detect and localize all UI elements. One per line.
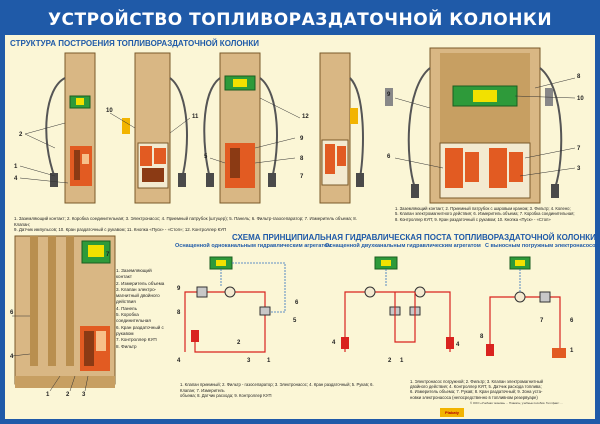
svg-text:5: 5 (204, 154, 208, 160)
dispenser-double-illustration: 9 6 8 10 7 3 (385, 47, 584, 204)
caption-line: 1. Электронасос погружной; 2. Фильтр; 3.… (410, 379, 544, 384)
svg-text:1: 1 (14, 164, 18, 170)
svg-text:3: 3 (82, 392, 86, 398)
svg-text:4: 4 (10, 354, 14, 360)
dispenser-c (203, 52, 278, 204)
svg-text:9: 9 (300, 136, 304, 142)
svg-text:7: 7 (106, 252, 110, 258)
svg-text:4: 4 (14, 176, 18, 182)
svg-text:8: 8 (300, 156, 304, 162)
scheme3-subtitle: С выносным погружным электронасосом (485, 243, 600, 249)
caption-top-left: 1. Заземляющий контакт; 2. Коробка соеди… (14, 216, 369, 233)
legend-bottom-left: 1. Заземляющий контакт 2. Измеритель объ… (116, 268, 168, 350)
section2-heading: СХЕМА ПРИНЦИПИАЛЬНАЯ ГИДРАВЛИЧЕСКАЯ ПОСТ… (232, 233, 596, 242)
svg-text:8: 8 (177, 310, 181, 316)
caption-top-right: 1. Заземляющий контакт; 2. Приемный патр… (395, 206, 590, 222)
svg-text:7: 7 (300, 174, 304, 180)
legend-item: 8. Фильтр (116, 343, 137, 349)
hydraulic-scheme-2: 4 4 1 2 (332, 256, 460, 364)
svg-text:8: 8 (480, 334, 484, 340)
svg-text:1: 1 (400, 358, 404, 364)
scheme2-subtitle: Оснащенной двухканальным гидравлическим … (325, 243, 481, 249)
dispenser-single-illustration: 2 1 4 10 11 12 9 8 5 7 (14, 52, 364, 204)
svg-text:10: 10 (577, 96, 584, 102)
svg-text:3: 3 (247, 358, 251, 364)
caption-scheme-right: 1. Электронасос погружной; 2. Фильтр; 3.… (410, 379, 590, 400)
svg-text:7: 7 (540, 318, 544, 324)
publisher-logo: Plakaty (440, 408, 464, 417)
svg-text:10: 10 (106, 108, 113, 114)
svg-text:5: 5 (293, 318, 297, 324)
svg-text:1: 1 (570, 348, 574, 354)
svg-text:3: 3 (577, 166, 581, 172)
svg-text:4: 4 (177, 358, 181, 364)
legend-item: 4. Панель (116, 305, 137, 311)
svg-text:6: 6 (387, 154, 391, 160)
caption-line: 5. Клапан электромагнитного действия; 6.… (395, 211, 575, 217)
hydraulic-scheme-1: 9 8 4 2 6 5 3 1 (177, 256, 299, 364)
dispenser-d (319, 52, 364, 204)
svg-text:1: 1 (46, 392, 50, 398)
scheme1-subtitle: Оснащенной одноканальным гидравлическим … (175, 243, 332, 249)
dispenser-b (122, 52, 188, 204)
hydraulic-scheme-3: 7 6 1 8 (480, 256, 574, 358)
footer-text: © ООО «Учебная техника» ... Плакаты, уче… (470, 401, 563, 405)
svg-text:6: 6 (10, 310, 14, 316)
section1-heading: СТРУКТУРА ПОСТРОЕНИЯ ТОПЛИВОРАЗДАТОЧНОЙ … (10, 39, 259, 48)
svg-text:1: 1 (267, 358, 271, 364)
svg-text:8: 8 (577, 74, 581, 80)
svg-text:4: 4 (332, 340, 336, 346)
caption-line: объема; 8. Датчик расхода; 9. Контроллер… (180, 393, 272, 399)
legend-item: 1. Заземляющий контакт (116, 268, 152, 279)
svg-text:12: 12 (302, 114, 309, 120)
legend-item: 7. Контроллер КУП (116, 337, 157, 342)
svg-text:9: 9 (387, 92, 391, 98)
caption-line: двойного действия; 4. Контроллер КУП; 5.… (410, 384, 542, 390)
svg-text:6: 6 (570, 318, 574, 324)
callout-numbers-top-left: 2 1 4 10 11 12 9 8 5 7 (14, 108, 309, 182)
svg-text:7: 7 (577, 146, 581, 152)
legend-item: 6. Кран раздаточный с рукавом (116, 324, 164, 336)
caption-line: 1. Заземляющий контакт; 2. Приемный патр… (395, 206, 571, 211)
legend-item: 5. Коробка соединительная (116, 312, 151, 323)
svg-text:6: 6 (295, 300, 299, 306)
svg-text:11: 11 (192, 114, 199, 120)
caption-line: 8. Контроллер КУП; 9. Кран раздаточный с… (395, 216, 551, 222)
legend-item: 3. Клапан электро-магнитный двойного дей… (116, 287, 160, 304)
svg-text:2: 2 (19, 132, 23, 138)
caption-line: новки электронасоса (непосредственно в т… (410, 394, 538, 400)
svg-text:2: 2 (66, 392, 70, 398)
caption-line: 1. Клапан приемный; 2. Фильтр - газосепа… (180, 382, 374, 393)
caption-line: 6. Измеритель объема; 7. Рукав; 8. Кран … (410, 389, 543, 395)
caption-line: 1. Заземляющий контакт; 2. Коробка соеди… (14, 216, 357, 227)
dispenser-a (45, 52, 96, 204)
svg-text:2: 2 (237, 340, 241, 346)
svg-text:4: 4 (456, 342, 460, 348)
caption-line: 9. Датчик импульсов; 10. Кран раздаточны… (14, 227, 227, 233)
svg-text:9: 9 (177, 286, 181, 292)
legend-item: 2. Измеритель объема (116, 280, 165, 286)
dispenser-closeup-illustration: 6 4 1 2 3 7 (10, 235, 116, 398)
page-title: УСТРОЙСТВО ТОПЛИВОРАЗДАТОЧНОЙ КОЛОНКИ (5, 5, 595, 35)
caption-scheme-mid: 1. Клапан приемный; 2. Фильтр - газосепа… (180, 382, 390, 399)
svg-text:2: 2 (388, 358, 392, 364)
callouts-top-left (19, 97, 301, 184)
